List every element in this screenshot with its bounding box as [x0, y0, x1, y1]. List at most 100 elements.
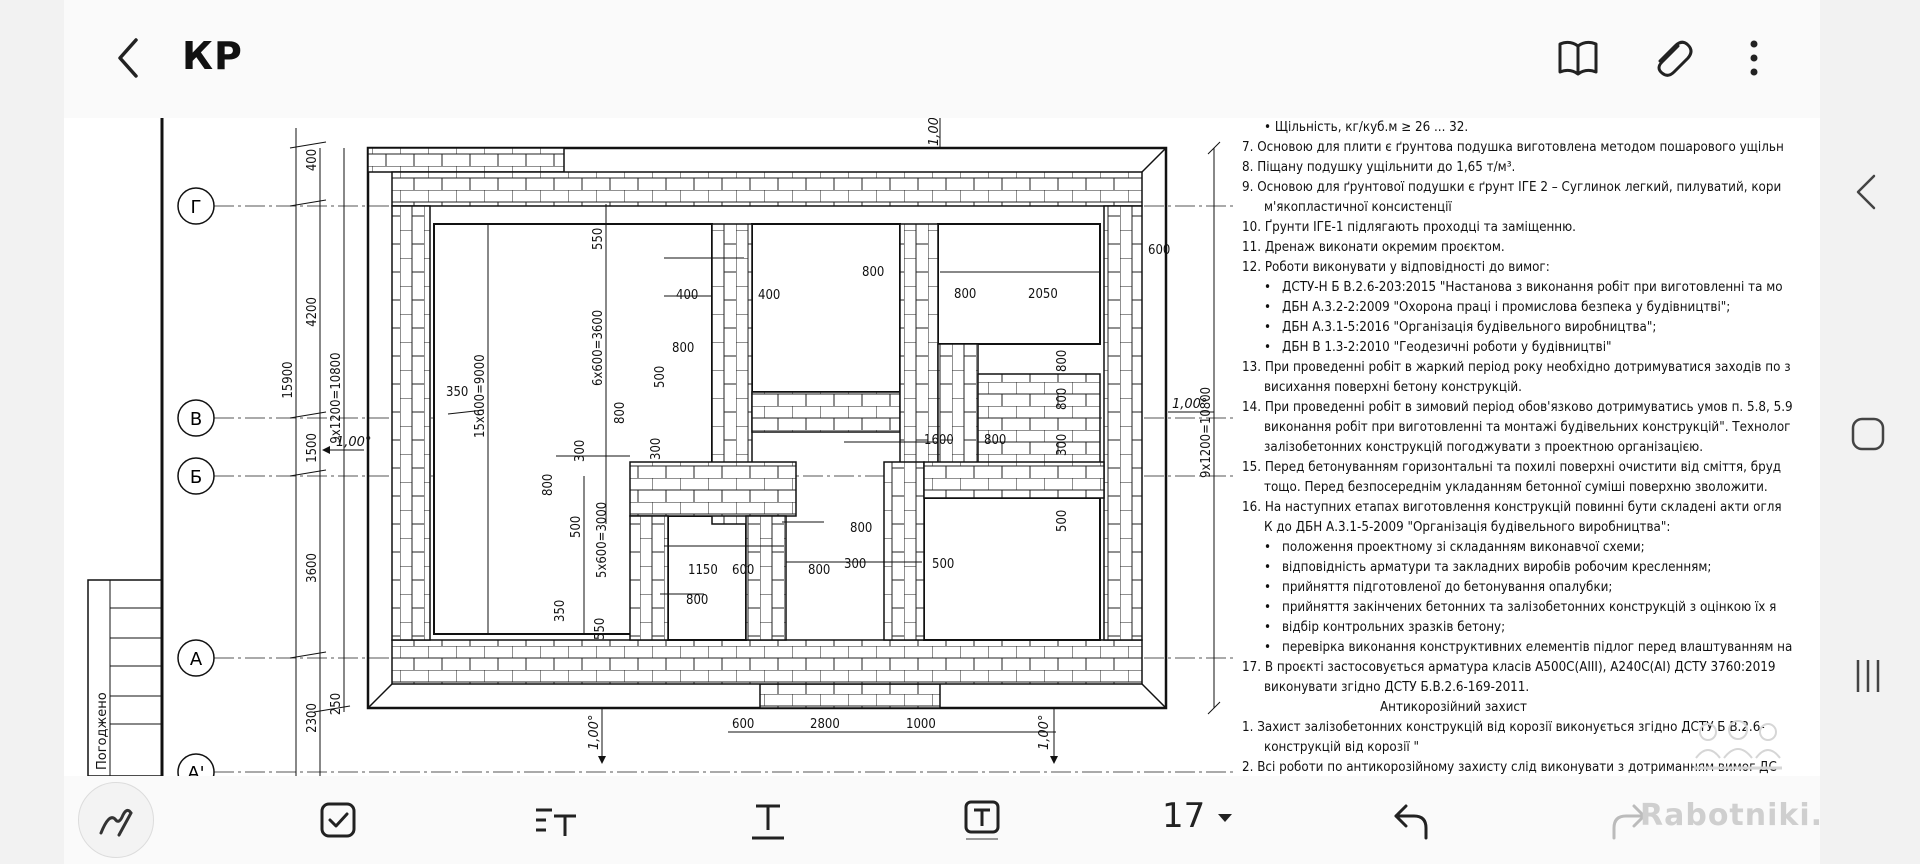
- dim-text: 550: [591, 228, 606, 250]
- dim-text: 2800: [810, 717, 840, 732]
- axis-label: А: [190, 649, 203, 670]
- dim-text: 600: [732, 717, 754, 732]
- text-style-button[interactable]: [746, 798, 790, 842]
- note-line: 1. Захист залізобетонних конструкцій від…: [1242, 720, 1765, 735]
- note-line: 13. При проведенні робіт в жаркий період…: [1242, 360, 1791, 375]
- dim-text: 500: [569, 516, 584, 538]
- dim-text: 800: [954, 287, 976, 302]
- note-line: 2. Всі роботи по антикорозійному захисту…: [1242, 760, 1777, 775]
- dim-text: 500: [1055, 510, 1070, 532]
- interior-beams: [629, 223, 1105, 641]
- dim-text: 400: [676, 288, 698, 303]
- dim-text: 800: [1055, 350, 1070, 372]
- text-box-icon: [964, 800, 1000, 840]
- dim-text: 1500: [305, 433, 320, 463]
- dim-text: 800: [850, 521, 872, 536]
- note-line: залізобетонних конструкцій погоджувати з…: [1264, 440, 1704, 455]
- note-line: відбір контрольних зразків бетону;: [1242, 618, 1820, 638]
- note-line: 7. Основою для плити є ґрунтова подушка …: [1242, 140, 1784, 155]
- dim-text: 15900: [281, 361, 296, 398]
- pen-mode-button[interactable]: [78, 782, 154, 858]
- more-vert-icon: [1750, 40, 1758, 76]
- dropdown-arrow-icon: [1218, 813, 1233, 822]
- dim-text: 800: [672, 341, 694, 356]
- note-line: перевірка виконання конструктивних елеме…: [1242, 638, 1820, 658]
- note-line: висихання поверхні бетону конструкцій.: [1264, 380, 1522, 395]
- recents-icon: [1856, 660, 1880, 692]
- attach-button[interactable]: [1648, 34, 1696, 82]
- back-button[interactable]: [110, 36, 150, 80]
- nav-back-button[interactable]: [1848, 172, 1888, 212]
- font-size-selector[interactable]: 17: [1162, 796, 1234, 836]
- note-line: 10. Ґрунти ІГЕ-1 підлягають проходці та …: [1242, 220, 1576, 235]
- reading-mode-button[interactable]: [1554, 34, 1602, 82]
- dim-text: 800: [613, 402, 628, 424]
- text-format-icon: [536, 808, 576, 836]
- dim-text: 400: [305, 149, 320, 171]
- interior-dimension-lines: [447, 204, 1100, 733]
- note-line: К до ДБН А.3.1-5-2009 "Організація будів…: [1264, 520, 1671, 535]
- perimeter-beams: [391, 171, 1143, 685]
- dim-text: 800: [1055, 388, 1070, 410]
- axis-label: А': [187, 763, 204, 776]
- dim-text: 300: [1055, 434, 1070, 456]
- dim-text: 6х600=3600: [591, 310, 606, 386]
- pen-icon: [99, 808, 133, 837]
- dim-text: 800: [541, 474, 556, 496]
- dim-text: 5х600=3000: [595, 502, 610, 578]
- general-notes-text: • Щільність, кг/куб.м ≥ 26 ... 32. 7. Осн…: [1242, 118, 1820, 776]
- dim-text: 800: [808, 563, 830, 578]
- axis-bubbles: Г В Б А А': [177, 187, 215, 776]
- dim-text: 2050: [1028, 287, 1058, 302]
- top-app-bar: КР: [64, 0, 1820, 118]
- dim-text: 3600: [305, 553, 320, 583]
- interior-dimension-texts: 550 6х600=3600 400 400 800 800 800 2050 …: [446, 228, 1170, 732]
- nav-recents-button[interactable]: [1848, 656, 1888, 696]
- checklist-button[interactable]: [316, 798, 360, 842]
- left-dimension-texts: 400 4200 1500 3600 2300 250 15900 9х1200…: [281, 149, 344, 733]
- note-line: 11. Дренаж виконати окремим проєктом.: [1242, 240, 1505, 255]
- system-navigation-bar: [1820, 0, 1920, 864]
- book-icon: [1558, 40, 1598, 76]
- text-box-button[interactable]: [960, 798, 1004, 842]
- note-line: ДБН А.3.2-2:2009 "Охорона праці і промис…: [1242, 298, 1820, 318]
- document-canvas[interactable]: Погоджено Г В Б А А': [64, 118, 1820, 776]
- bottom-toolbar: 17: [64, 776, 1820, 864]
- watermark-figures-icon: [1694, 720, 1782, 770]
- right-dimension-lines: [1207, 141, 1221, 715]
- paperclip-icon: [1657, 40, 1693, 77]
- note-line: • Щільність, кг/куб.м ≥ 26 ... 32.: [1264, 120, 1469, 135]
- dim-text: 15х600=9000: [473, 354, 488, 438]
- note-line: ДБН А.3.1-5:2016 "Організація будівельно…: [1242, 318, 1820, 338]
- more-options-button[interactable]: [1730, 34, 1778, 82]
- dim-text: 9х1200=10800: [1199, 387, 1214, 478]
- dim-text: 9х1200=10800: [329, 352, 344, 443]
- axis-label: Б: [190, 467, 202, 488]
- dim-text: 2300: [305, 703, 320, 733]
- undo-button[interactable]: [1390, 798, 1434, 842]
- left-dimension-lines: [289, 128, 351, 776]
- note-line: ДБН В 1.3-2:2010 "Геодезичні роботи у бу…: [1242, 338, 1820, 358]
- dim-text: 600: [732, 563, 754, 578]
- slope-label: 1,00°: [927, 118, 942, 146]
- dim-text: 350: [553, 600, 568, 622]
- paragraph-style-button[interactable]: [532, 798, 580, 842]
- note-line: 9. Основою для ґрунтової подушки є ґрунт…: [1242, 180, 1782, 195]
- note-line: 8. Піщану подушку ущільнити до 1,65 т/м³…: [1242, 160, 1516, 175]
- note-line: виконувати згідно ДСТУ Б.В.2.6-169-2011.: [1264, 680, 1530, 695]
- note-line: положення проектному зі складанням викон…: [1242, 538, 1820, 558]
- note-line: 12. Роботи виконувати у відповідності до…: [1242, 260, 1550, 275]
- axis-label: Г: [191, 197, 202, 218]
- dim-text: 600: [1148, 243, 1170, 258]
- dim-text: 1150: [688, 563, 718, 578]
- font-size-value: 17: [1162, 796, 1206, 836]
- note-line: прийняття закінчених бетонних та залізоб…: [1242, 598, 1820, 618]
- dim-text: 250: [329, 693, 344, 715]
- note-line: м'якопластичної консистенції: [1264, 200, 1452, 215]
- redo-button[interactable]: [1606, 798, 1650, 842]
- note-line: відповідність арматури та закладних виро…: [1242, 558, 1820, 578]
- approval-stamp-block: Погоджено: [87, 579, 163, 776]
- chevron-left-icon: [1856, 174, 1876, 210]
- nav-home-button[interactable]: [1848, 414, 1888, 454]
- note-line: 16. На наступних етапах виготовлення кон…: [1242, 500, 1782, 515]
